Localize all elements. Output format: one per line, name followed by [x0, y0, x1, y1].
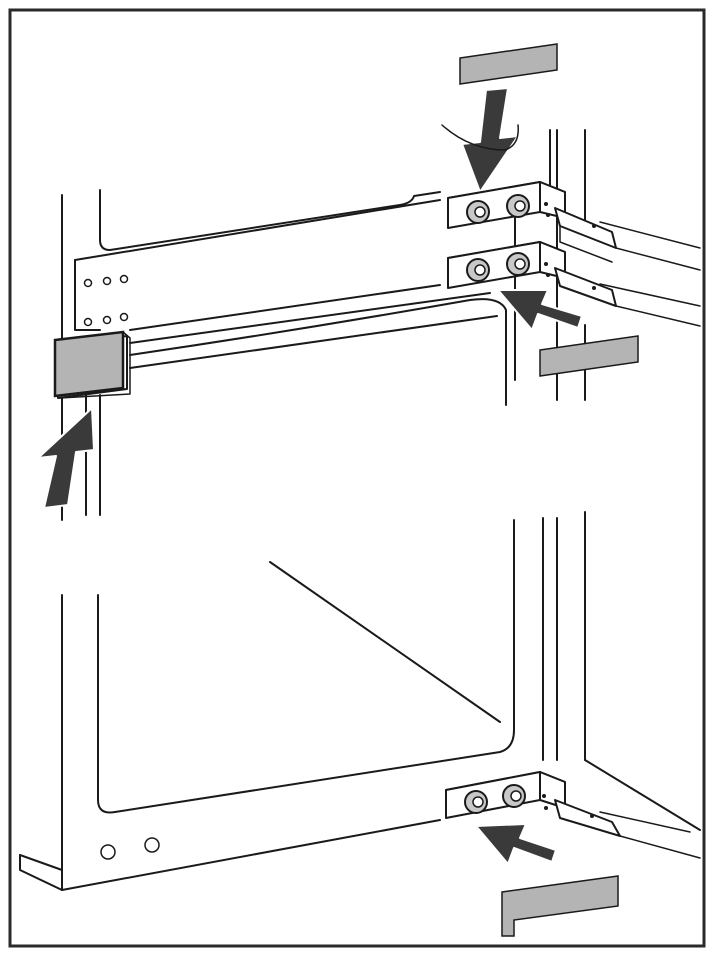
mounting-holes-upper [83, 274, 129, 327]
upper-cabinet [61, 189, 507, 521]
left-cover-part [53, 330, 131, 399]
lower-cover-part [501, 875, 619, 937]
upper-hinge-top [447, 181, 701, 271]
middle-cover-part [539, 335, 639, 377]
upper-hinge-bottom [447, 241, 701, 327]
arrow-down-icon [441, 87, 519, 193]
lower-hinge [445, 771, 701, 859]
arrow-left-icon [497, 289, 583, 331]
lower-cabinet [19, 511, 701, 891]
figure-border [8, 8, 706, 948]
arrow-up-icon [37, 407, 95, 509]
arrow-left-lower-icon [475, 823, 557, 865]
top-cover-part [459, 43, 558, 85]
